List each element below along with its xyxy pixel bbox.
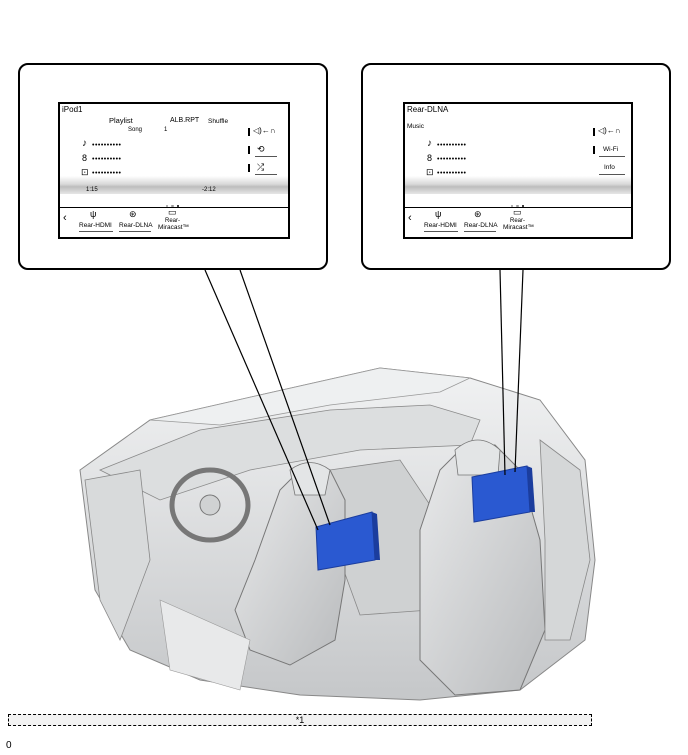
usb-icon: ψ xyxy=(90,209,97,219)
rear-miracast-button-line2[interactable]: Miracast™ xyxy=(158,224,190,231)
rear-dlna-button[interactable]: Rear-DLNA xyxy=(119,222,153,229)
rear-dlna-button[interactable]: Rear-DLNA xyxy=(464,222,498,229)
steering-wheel xyxy=(169,467,251,543)
legend-label: *1 xyxy=(295,715,305,725)
shuffle-label: Shuffle xyxy=(208,118,229,125)
screen-title: iPod1 xyxy=(62,105,83,114)
left-callout: iPod1 Playlist Song 1 ALB.RPT Shuffle ♪ … xyxy=(18,63,328,270)
artist-row[interactable]: •••••••••• xyxy=(92,156,122,163)
page-indicator xyxy=(164,202,181,210)
progress-band xyxy=(60,176,288,194)
corner-mark: 0 xyxy=(6,740,12,751)
song-row[interactable]: •••••••••• xyxy=(92,142,122,149)
rear-miracast-button-line2[interactable]: Miracast™ xyxy=(503,224,535,231)
right-callout: Rear-DLNA Music ♪ •••••••••• 8 •••••••••… xyxy=(361,63,671,270)
progress-band xyxy=(405,176,631,194)
legend-bar: *1 xyxy=(8,714,592,726)
left-screen: iPod1 Playlist Song 1 ALB.RPT Shuffle ♪ … xyxy=(58,102,290,239)
back-icon[interactable]: ‹ xyxy=(408,212,412,224)
remaining-time: -2:12 xyxy=(202,187,216,193)
elapsed-time: 1:15 xyxy=(86,187,98,193)
page-indicator xyxy=(509,202,526,210)
music-label: Music xyxy=(407,123,424,130)
alb-rpt-label: ALB.RPT xyxy=(170,117,200,124)
audio-to-headphone-icon[interactable]: ◁)←∩ xyxy=(598,126,621,135)
audio-to-headphone-icon[interactable]: ◁)←∩ xyxy=(253,126,276,135)
rear-hdmi-button[interactable]: Rear-HDMI xyxy=(79,222,112,229)
music-note-icon: ♪ xyxy=(427,138,432,149)
right-leader-line xyxy=(499,269,506,476)
music-note-icon: ♪ xyxy=(82,138,87,149)
album-row[interactable]: •••••••••• xyxy=(437,170,467,177)
playlist-label[interactable]: Playlist xyxy=(109,116,133,125)
dashboard xyxy=(99,404,481,501)
album-row[interactable]: •••••••••• xyxy=(92,170,122,177)
artist-icon: 8 xyxy=(427,153,433,163)
back-icon[interactable]: ‹ xyxy=(63,212,67,224)
usb-icon: ψ xyxy=(435,209,442,219)
left-leader-line xyxy=(204,269,319,531)
miracast-icon: ▭ xyxy=(513,207,522,217)
dlna-icon: ⊛ xyxy=(129,209,137,219)
song-label: Song xyxy=(128,127,143,133)
artist-row[interactable]: •••••••••• xyxy=(437,156,467,163)
wifi-button[interactable]: Wi-Fi xyxy=(603,146,619,153)
rear-miracast-button-line1[interactable]: Rear- xyxy=(510,218,526,224)
miracast-icon: ▭ xyxy=(168,207,177,217)
info-button[interactable]: Info xyxy=(604,164,615,171)
album-icon: ⊡ xyxy=(81,167,89,177)
artist-icon: 8 xyxy=(82,153,88,163)
song-number: 1 xyxy=(164,127,168,133)
screen-title: Rear-DLNA xyxy=(407,105,449,114)
repeat-icon[interactable]: ⟲ xyxy=(257,144,265,154)
song-row[interactable]: •••••••••• xyxy=(437,142,467,149)
rear-hdmi-button[interactable]: Rear-HDMI xyxy=(424,222,457,229)
dlna-icon: ⊛ xyxy=(474,209,482,219)
shuffle-icon[interactable]: ⤮ xyxy=(257,162,265,172)
rear-miracast-button-line1[interactable]: Rear- xyxy=(165,218,181,224)
album-icon: ⊡ xyxy=(426,167,434,177)
right-screen: Rear-DLNA Music ♪ •••••••••• 8 •••••••••… xyxy=(403,102,633,239)
